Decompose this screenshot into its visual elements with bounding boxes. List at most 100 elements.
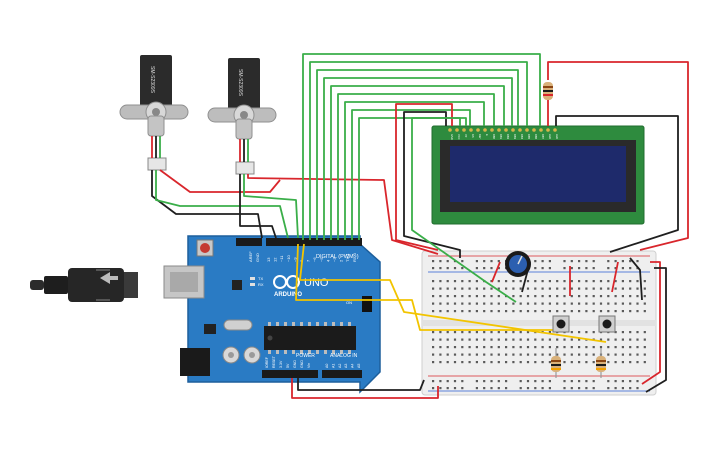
- breadboard-hole: [534, 387, 537, 390]
- breadboard-hole: [585, 267, 588, 270]
- breadboard-hole: [526, 380, 530, 383]
- breadboard-hole: [614, 310, 617, 313]
- breadboard-hole: [607, 295, 610, 298]
- breadboard: [421, 250, 657, 396]
- breadboard-hole: [629, 346, 632, 349]
- arduino-power-pin-label: RESET: [272, 355, 276, 368]
- breadboard-hole: [519, 331, 522, 334]
- lcd-pin-label: LED: [555, 134, 559, 139]
- breadboard-hole: [512, 353, 515, 356]
- breadboard-hole: [446, 280, 449, 283]
- lcd-pin: [511, 128, 515, 132]
- breadboard-hole: [599, 280, 603, 283]
- breadboard-hole: [607, 387, 610, 390]
- breadboard-hole: [570, 380, 573, 383]
- breadboard-hole: [526, 287, 530, 290]
- breadboard-hole: [461, 353, 464, 356]
- breadboard-hole: [505, 310, 508, 313]
- breadboard-hole: [432, 302, 435, 305]
- breadboard-hole: [497, 331, 500, 334]
- breadboard-hole: [592, 295, 595, 298]
- lcd-pin-label: RS: [471, 134, 475, 138]
- breadboard-hole: [512, 287, 515, 290]
- breadboard-hole: [541, 287, 544, 290]
- breadboard-hole: [526, 338, 530, 341]
- breadboard-hole: [461, 260, 464, 263]
- breadboard-hole: [636, 346, 639, 349]
- breadboard-hole: [548, 338, 551, 341]
- breadboard-hole: [483, 267, 486, 270]
- breadboard-hole: [432, 287, 435, 290]
- breadboard-hole: [505, 361, 508, 364]
- breadboard-hole: [636, 338, 639, 341]
- breadboard-hole: [614, 287, 617, 290]
- resistor-lcd: [543, 82, 553, 100]
- breadboard-hole: [490, 338, 493, 341]
- lcd-pin-label: DB5: [527, 134, 531, 140]
- breadboard-hole: [607, 353, 610, 356]
- breadboard-hole: [475, 302, 478, 305]
- arduino-power-pin-label: 5V: [286, 363, 290, 368]
- breadboard-hole: [541, 361, 544, 364]
- breadboard-hole: [534, 310, 537, 313]
- breadboard-hole: [592, 380, 595, 383]
- breadboard-hole: [548, 302, 551, 305]
- breadboard-hole: [468, 338, 471, 341]
- breadboard-hole: [563, 387, 566, 390]
- breadboard-hole: [541, 280, 544, 283]
- arduino-analog-pin-label: A2: [338, 364, 342, 368]
- breadboard-hole: [556, 338, 559, 341]
- breadboard-hole: [534, 361, 537, 364]
- breadboard-hole: [497, 302, 500, 305]
- breadboard-hole: [453, 331, 457, 334]
- breadboard-hole: [475, 310, 478, 313]
- breadboard-hole: [519, 387, 522, 390]
- breadboard-hole: [534, 295, 537, 298]
- breadboard-hole: [461, 302, 464, 305]
- breadboard-hole: [453, 361, 457, 364]
- arduino-rx-label: RX: [258, 282, 264, 287]
- arduino-digital-pin-label: ~3: [332, 257, 337, 262]
- breadboard-hole: [497, 280, 500, 283]
- breadboard-hole: [599, 295, 603, 298]
- breadboard-hole: [468, 287, 471, 290]
- breadboard-hole: [578, 387, 581, 390]
- breadboard-hole: [519, 346, 522, 349]
- breadboard-hole: [556, 287, 559, 290]
- breadboard-hole: [636, 310, 639, 313]
- breadboard-hole: [512, 361, 515, 364]
- arduino-brand: ARDUINO: [274, 292, 302, 298]
- lcd-pin-label: DB1: [499, 134, 503, 140]
- breadboard-hole: [621, 287, 624, 290]
- breadboard-hole: [439, 346, 442, 349]
- breadboard-hole: [439, 387, 442, 390]
- breadboard-hole: [519, 310, 522, 313]
- breadboard-hole: [629, 295, 632, 298]
- breadboard-hole: [475, 338, 478, 341]
- breadboard-hole: [534, 380, 537, 383]
- breadboard-hole: [578, 302, 581, 305]
- breadboard-hole: [468, 302, 471, 305]
- breadboard-hole: [643, 361, 646, 364]
- arduino-model: UNO: [304, 277, 329, 289]
- resistor-button-2: [596, 348, 606, 378]
- breadboard-hole: [505, 353, 508, 356]
- lcd-pin: [553, 128, 557, 132]
- breadboard-hole: [432, 267, 435, 270]
- lcd-pin: [525, 128, 529, 132]
- breadboard-hole: [592, 267, 595, 270]
- breadboard-hole: [585, 280, 588, 283]
- breadboard-hole: [636, 260, 639, 263]
- breadboard-hole: [621, 353, 624, 356]
- breadboard-hole: [439, 267, 442, 270]
- breadboard-hole: [541, 267, 544, 270]
- breadboard-hole: [512, 346, 515, 349]
- breadboard-hole: [512, 310, 515, 313]
- breadboard-hole: [490, 302, 493, 305]
- breadboard-hole: [468, 295, 471, 298]
- breadboard-hole: [453, 267, 457, 270]
- arduino-digital-label: DIGITAL (PWM~): [316, 254, 359, 260]
- breadboard-hole: [548, 310, 551, 313]
